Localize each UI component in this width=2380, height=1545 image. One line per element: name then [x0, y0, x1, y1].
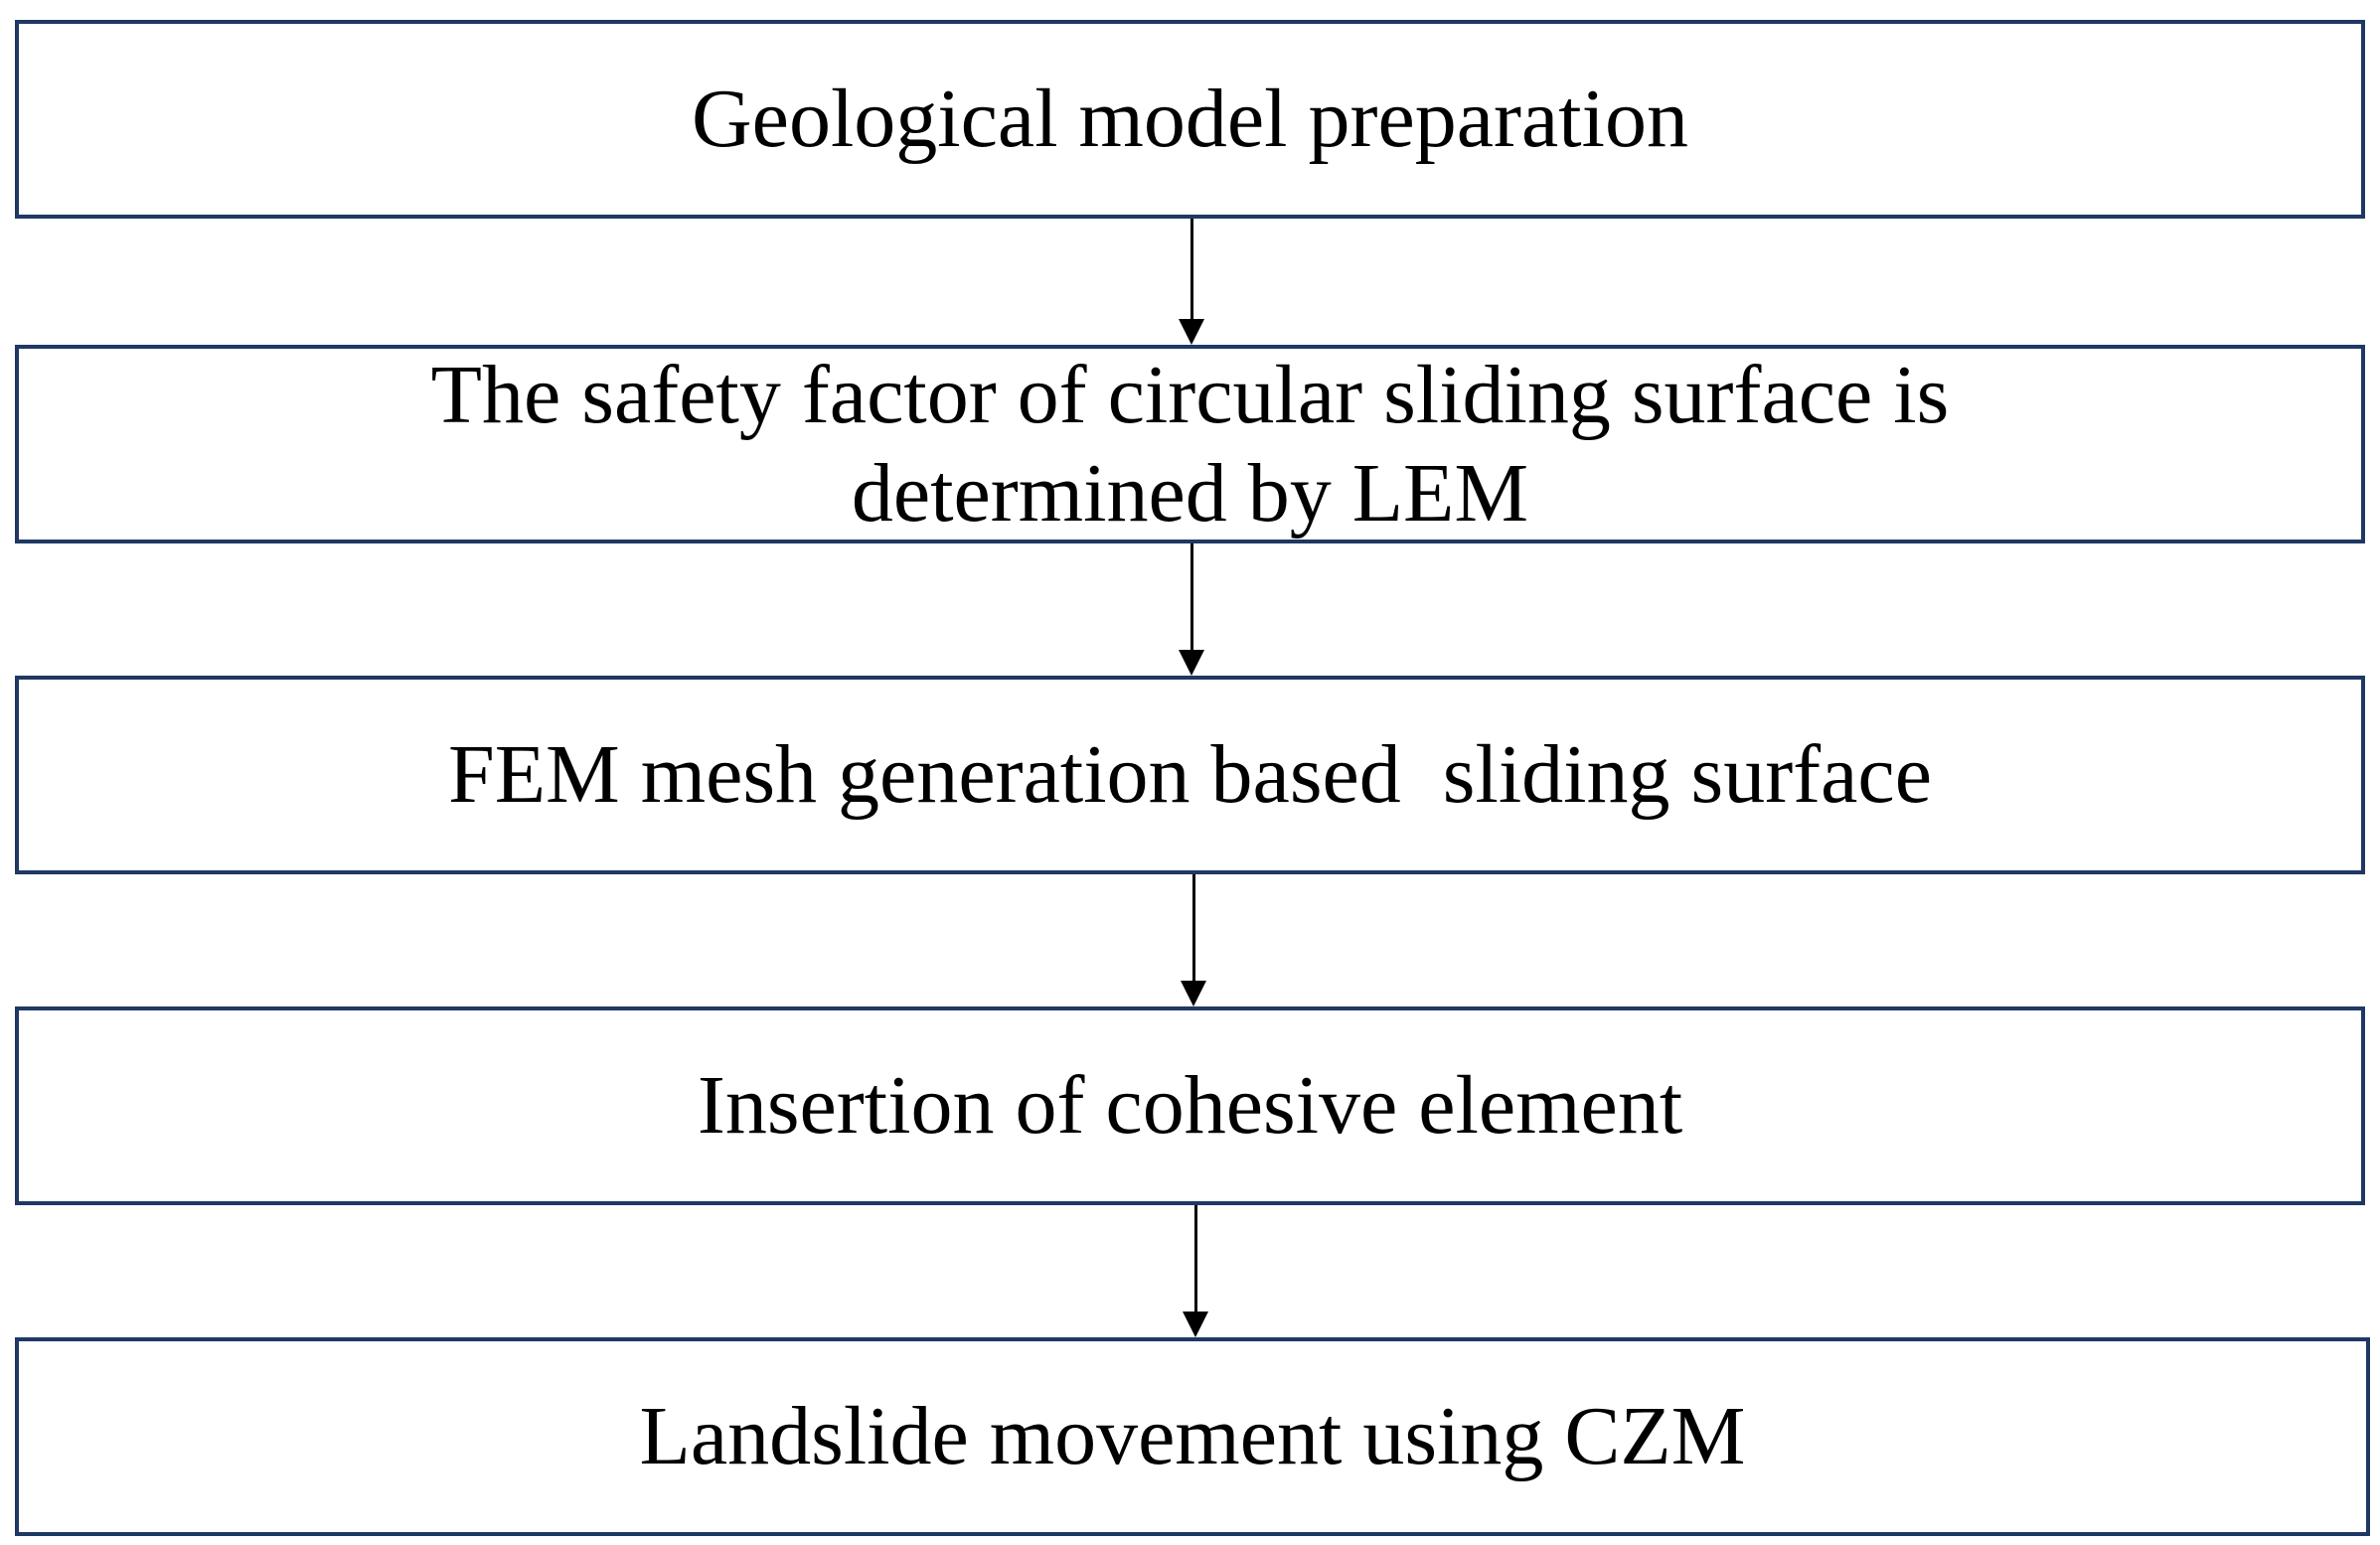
arrow-head-icon — [1179, 650, 1204, 676]
step-label: Insertion of cohesive element — [697, 1059, 1683, 1153]
step-label: The safety factor of circular sliding su… — [430, 348, 1950, 540]
step-box-geological-model-preparation: Geological model preparation — [15, 20, 2365, 219]
arrow-shaft — [1193, 1205, 1197, 1313]
step-box-landslide-movement-czm: Landslide movement using CZM — [15, 1337, 2370, 1536]
step-label: Landslide movement using CZM — [639, 1390, 1746, 1483]
arrow-shaft — [1190, 543, 1193, 652]
arrow-shaft — [1191, 874, 1195, 983]
arrow-shaft — [1190, 219, 1193, 321]
step-box-fem-mesh-generation: FEM mesh generation based sliding surfac… — [15, 676, 2365, 874]
arrow-head-icon — [1179, 319, 1204, 345]
step-label: FEM mesh generation based sliding surfac… — [448, 728, 1932, 822]
arrow-head-icon — [1183, 1312, 1208, 1337]
step-box-safety-factor-lem: The safety factor of circular sliding su… — [15, 345, 2365, 543]
arrow-head-icon — [1181, 981, 1206, 1006]
step-box-cohesive-element-insertion: Insertion of cohesive element — [15, 1006, 2365, 1205]
step-label: Geological model preparation — [692, 73, 1688, 166]
